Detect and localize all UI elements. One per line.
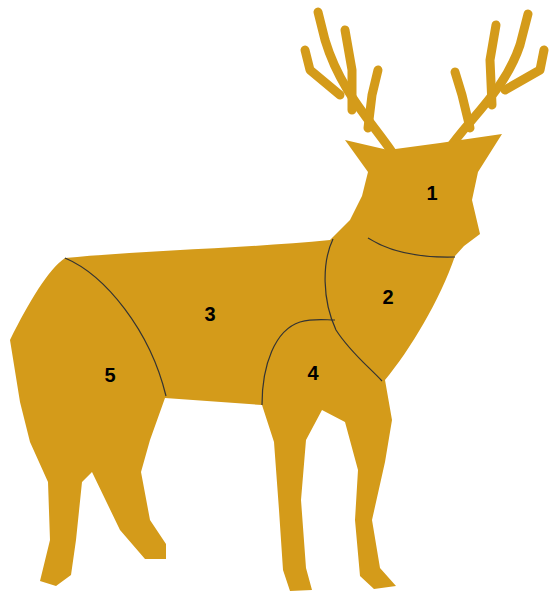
antlers: [305, 12, 544, 152]
callout-number: 3: [204, 304, 215, 324]
region-dividers: [65, 238, 455, 405]
callout-number: 2: [382, 287, 393, 307]
callout-number: 5: [104, 365, 115, 385]
callout-number: 4: [307, 363, 318, 383]
callout-number: 1: [426, 183, 437, 203]
deer-body: [10, 134, 502, 591]
